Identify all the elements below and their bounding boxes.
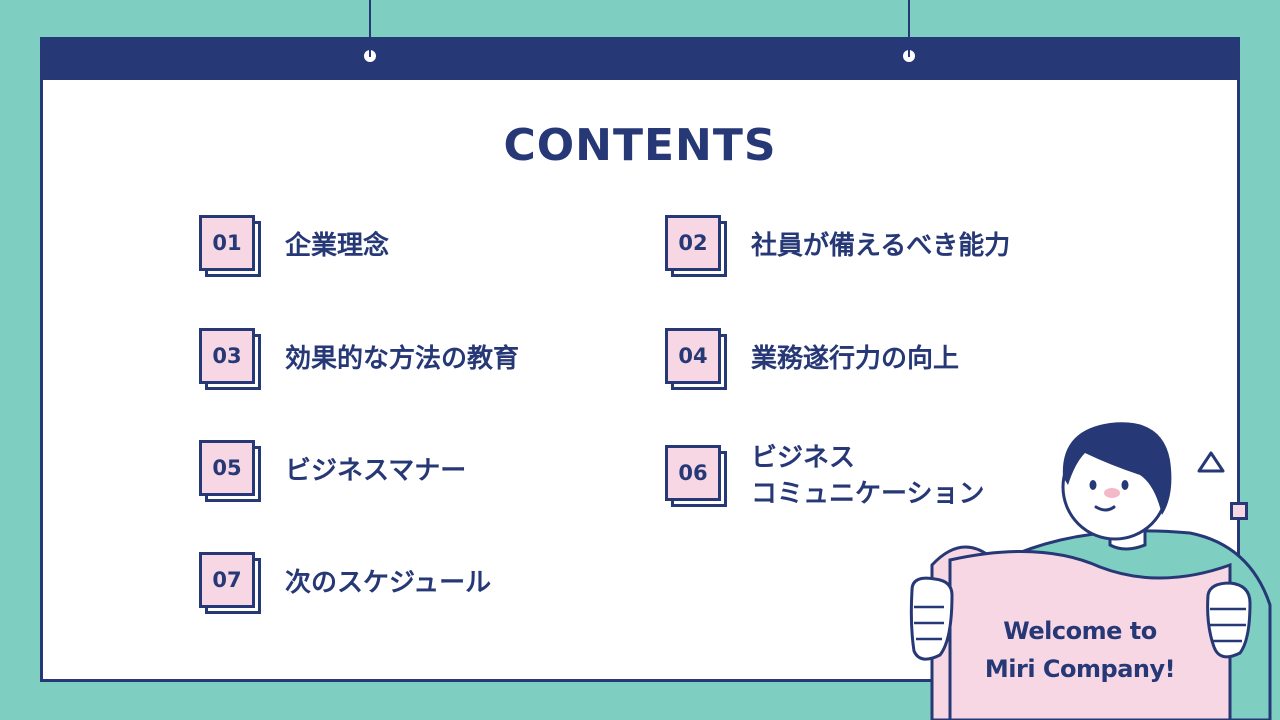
toc-item-02[interactable]: 02 社員が備えるべき能力: [665, 215, 1010, 277]
left-pin-icon: [362, 48, 378, 64]
right-pin-icon: [901, 48, 917, 64]
number-badge: 06: [665, 445, 727, 507]
number-badge: 03: [199, 328, 261, 390]
right-hanging-string: [908, 0, 910, 52]
item-number: 04: [665, 328, 721, 384]
item-number: 05: [199, 440, 255, 496]
item-label: 社員が備えるべき能力: [751, 231, 1011, 261]
toc-item-01[interactable]: 01 企業理念: [199, 215, 389, 277]
item-label: ビジネス コミュニケーション: [751, 443, 985, 509]
toc-item-03[interactable]: 03 効果的な方法の教育: [199, 328, 519, 390]
toc-item-07[interactable]: 07 次のスケジュール: [199, 552, 491, 614]
item-number: 07: [199, 552, 255, 608]
number-badge: 07: [199, 552, 261, 614]
left-hanging-string: [369, 0, 371, 52]
item-number: 02: [665, 215, 721, 271]
item-number: 06: [665, 445, 721, 501]
item-label: 次のスケジュール: [285, 568, 492, 598]
toc-item-04[interactable]: 04 業務遂行力の向上: [665, 328, 959, 390]
number-badge: 02: [665, 215, 727, 277]
number-badge: 05: [199, 440, 261, 502]
item-label: ビジネスマナー: [285, 456, 467, 486]
toc-item-06[interactable]: 06 ビジネス コミュニケーション: [665, 440, 984, 512]
page-title: CONTENTS: [503, 120, 777, 171]
triangle-decoration-icon: [1197, 451, 1225, 473]
number-badge: 01: [199, 215, 261, 277]
number-badge: 04: [665, 328, 727, 390]
welcome-banner-text: Welcome to Miri Company!: [984, 617, 1176, 683]
item-number: 03: [199, 328, 255, 384]
board-header-bar: [43, 40, 1237, 80]
toc-item-05[interactable]: 05 ビジネスマナー: [199, 440, 466, 502]
mascot-illustration: [909, 422, 1272, 720]
square-decoration-icon: [1230, 502, 1248, 520]
item-label: 効果的な方法の教育: [285, 344, 520, 374]
item-label: 企業理念: [285, 231, 390, 261]
item-number: 01: [199, 215, 255, 271]
item-label: 業務遂行力の向上: [751, 344, 960, 374]
